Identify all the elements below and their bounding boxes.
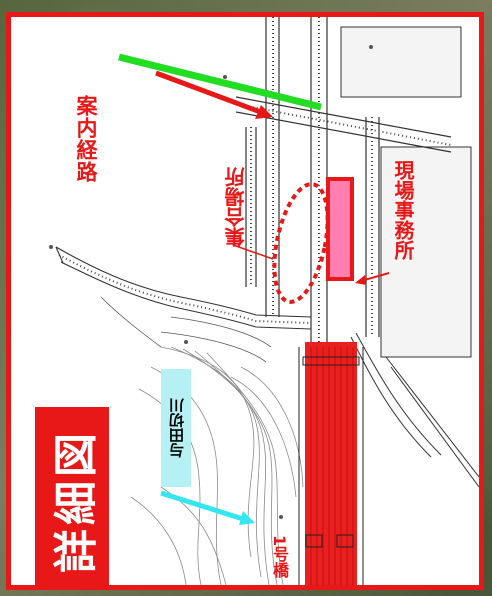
detail-title-box: 詳細図 [35,407,109,585]
plan-markers [49,45,373,519]
assembly-point-area [272,182,330,304]
site-office-marker [326,177,354,281]
assembly-point-label: 集合場所 [224,167,248,247]
minor-lines [100,296,272,363]
plan-drawing [49,17,479,585]
access-road-left-hatching [58,254,312,324]
bridge-label: 1号橋 [270,535,289,579]
map-title: 詳細図 [51,429,102,573]
site-office-label: 現場事務所 [391,160,415,260]
bridge-arrow [160,490,255,525]
road-structures [340,26,479,488]
detail-plan-sheet: 詳細図 与田切川 案内経路 集合場所 現場事務所 1号橋 [6,12,484,590]
assembly-leader [232,244,274,260]
river-label-box: 与田切川 [161,369,191,487]
route-label: 案内経路 [74,95,98,183]
green-boundary-line [118,53,322,111]
route-arrow [155,70,273,119]
office-leader [355,272,390,285]
slope-hatching [240,17,452,357]
bridge-structure [298,342,364,585]
river-label: 与田切川 [167,398,186,458]
